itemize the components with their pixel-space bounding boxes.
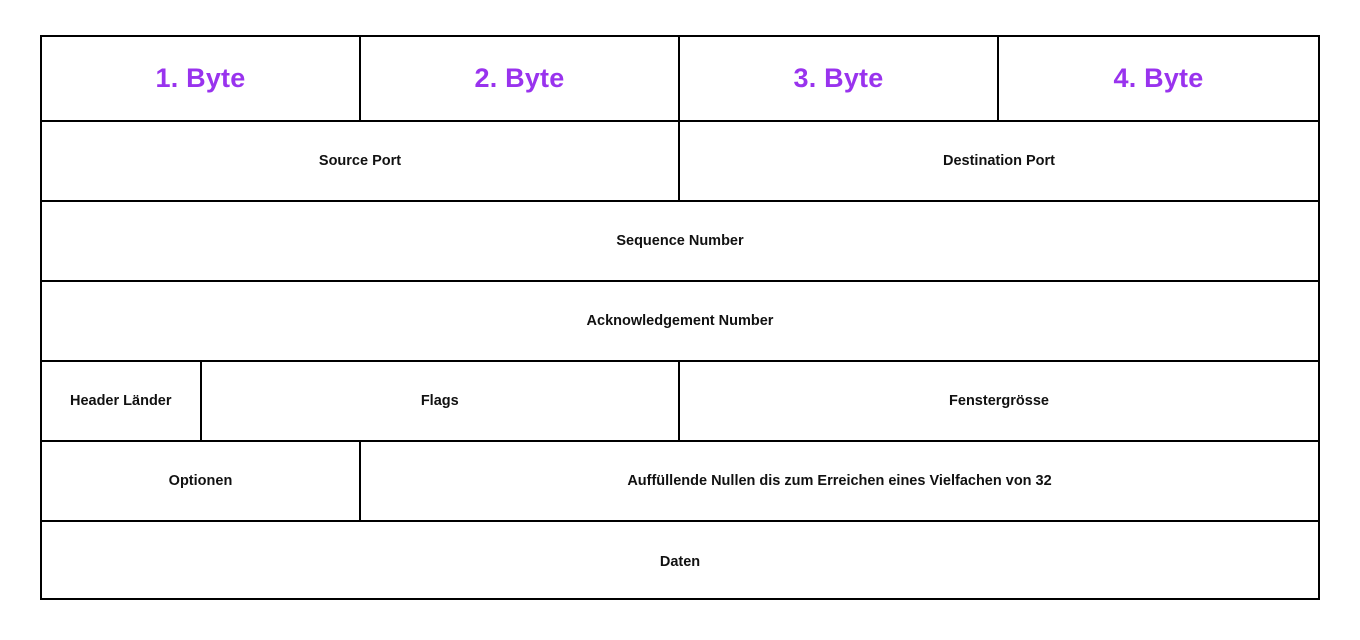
field-destination-port: Destination Port [680,122,1318,200]
byte-column-2-label: 2. Byte [474,63,565,93]
byte-column-3: 3. Byte [680,37,999,120]
field-flags-label: Flags [420,393,459,409]
byte-column-2: 2. Byte [361,37,680,120]
field-destination-port-label: Destination Port [943,153,1055,169]
field-header-length: Header Länder [42,362,202,440]
field-options: Optionen [42,442,361,520]
field-data: Daten [42,522,1318,602]
field-padding-zeros-label: Auffüllende Nullen dis zum Erreichen ein… [627,473,1052,489]
field-data-label: Daten [659,554,701,570]
sequence-number-row: Sequence Number [42,202,1318,282]
header-flags-window-row: Header Länder Flags Fenstergrösse [42,362,1318,442]
byte-column-1: 1. Byte [42,37,361,120]
byte-column-3-label: 3. Byte [793,63,884,93]
field-acknowledgement-number-label: Acknowledgement Number [586,313,774,329]
field-sequence-number: Sequence Number [42,202,1318,280]
field-sequence-number-label: Sequence Number [616,233,744,249]
acknowledgement-number-row: Acknowledgement Number [42,282,1318,362]
field-source-port-label: Source Port [318,153,402,169]
byte-column-4-label: 4. Byte [1113,63,1204,93]
field-acknowledgement-number: Acknowledgement Number [42,282,1318,360]
tcp-header-diagram: 1. Byte 2. Byte 3. Byte 4. Byte Source P… [40,35,1320,600]
byte-columns-header-row: 1. Byte 2. Byte 3. Byte 4. Byte [42,37,1318,122]
field-header-length-label: Header Länder [69,393,172,409]
field-flags: Flags [202,362,680,440]
byte-column-4: 4. Byte [999,37,1318,120]
options-padding-row: Optionen Auffüllende Nullen dis zum Erre… [42,442,1318,522]
field-options-label: Optionen [168,473,233,489]
field-window-size: Fenstergrösse [680,362,1318,440]
field-padding-zeros: Auffüllende Nullen dis zum Erreichen ein… [361,442,1318,520]
ports-row: Source Port Destination Port [42,122,1318,202]
data-row: Daten [42,522,1318,602]
field-window-size-label: Fenstergrösse [949,393,1049,409]
byte-column-1-label: 1. Byte [155,63,246,93]
field-source-port: Source Port [42,122,680,200]
